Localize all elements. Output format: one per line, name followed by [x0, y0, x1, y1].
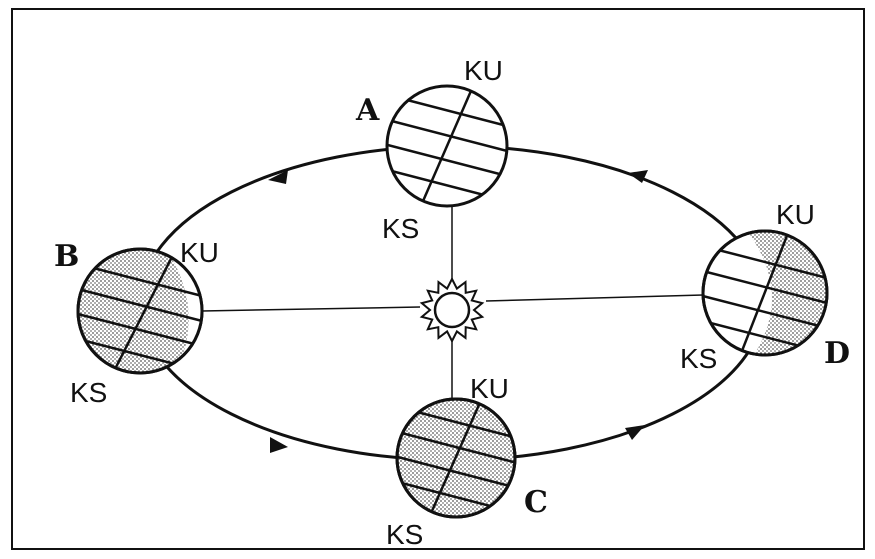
- sun-icon: [419, 276, 485, 344]
- north-pole-label-b: KU: [180, 237, 219, 268]
- south-pole-label-b: KS: [70, 377, 107, 408]
- sun-connector-lines: [201, 206, 704, 400]
- position-label-b: B: [54, 239, 79, 274]
- south-pole-label-a: KS: [382, 213, 419, 244]
- earth-globe-icon: [385, 84, 509, 208]
- north-pole-label-c: KU: [470, 373, 509, 404]
- south-pole-label-c: KS: [386, 519, 423, 550]
- position-label-c: C: [524, 485, 548, 520]
- earth-globe-icon: [701, 229, 829, 357]
- direction-arrow-icon: [268, 170, 648, 453]
- earth-globe-icon: [395, 397, 517, 519]
- north-pole-label-a: KU: [464, 55, 503, 86]
- position-label-a: A: [355, 93, 380, 128]
- north-pole-label-d: KU: [776, 199, 815, 230]
- position-label-d: D: [824, 336, 850, 371]
- figure-frame: [11, 8, 865, 550]
- south-pole-label-d: KS: [680, 343, 717, 374]
